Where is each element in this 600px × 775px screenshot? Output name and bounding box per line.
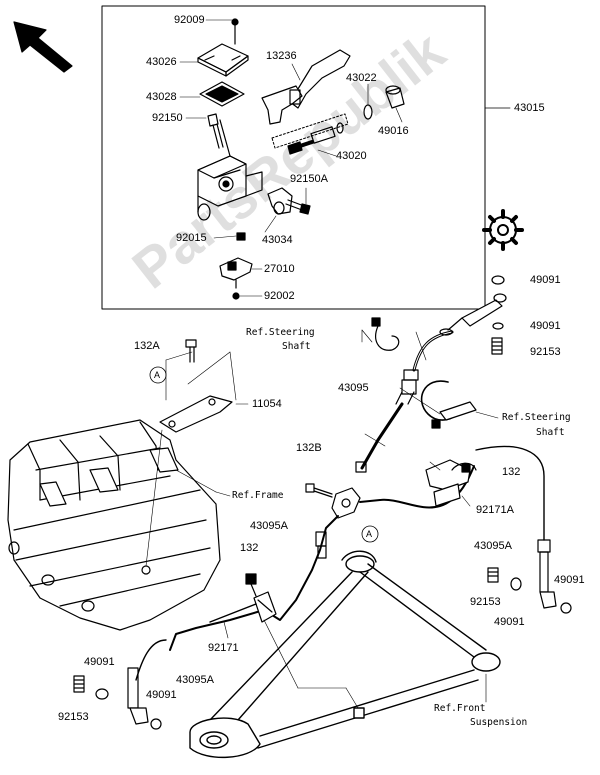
frame bbox=[7, 419, 231, 631]
label-92171a: 92171A bbox=[476, 504, 514, 516]
label-49091-c: 49091 bbox=[494, 616, 525, 628]
piston-43020 bbox=[271, 113, 349, 155]
label-49091-f: 49091 bbox=[146, 689, 177, 701]
clamp-43034 bbox=[267, 187, 293, 215]
ref-steering-shaft-1-line2: Shaft bbox=[282, 341, 311, 352]
label-49091-a: 49091 bbox=[530, 274, 561, 286]
label-43095a-mid: 43095A bbox=[250, 520, 288, 532]
label-92153-a: 92153 bbox=[530, 346, 561, 358]
ref-steering-shaft-2-line1: Ref.Steering bbox=[502, 412, 571, 423]
label-43020: 43020 bbox=[336, 150, 367, 162]
boot-49016 bbox=[385, 85, 405, 109]
label-49091-e: 49091 bbox=[84, 656, 115, 668]
label-43015: 43015 bbox=[514, 102, 545, 114]
bolt-92150 bbox=[207, 113, 224, 149]
ref-front-suspension-line2: Suspension bbox=[470, 717, 528, 728]
bolt-132-lower bbox=[245, 573, 257, 597]
label-43095a-left: 43095A bbox=[176, 674, 214, 686]
brake-hose-43095a-right bbox=[475, 445, 572, 614]
bolt-132a bbox=[185, 339, 197, 363]
label-92153-c: 92153 bbox=[58, 711, 89, 723]
label-11054: 11054 bbox=[252, 398, 282, 410]
label-92009: 92009 bbox=[174, 14, 205, 26]
nut-92015 bbox=[236, 232, 246, 241]
label-92002: 92002 bbox=[264, 290, 295, 302]
label-43095a-right: 43095A bbox=[474, 540, 512, 552]
clip-43022 bbox=[363, 104, 373, 120]
label-92171: 92171 bbox=[208, 642, 239, 654]
master-cylinder-body bbox=[197, 119, 263, 221]
arrow-icon bbox=[13, 21, 73, 73]
ref-frame: Ref.Frame bbox=[232, 490, 284, 501]
label-132a: 132A bbox=[134, 340, 160, 352]
hose-clamp-steering-lower bbox=[399, 380, 499, 429]
screw-92002 bbox=[232, 279, 240, 300]
ref-steering-shaft-1-line1: Ref.Steering bbox=[246, 327, 315, 338]
bracket-11054 bbox=[159, 351, 249, 433]
label-49091-b: 49091 bbox=[530, 320, 561, 332]
label-92015: 92015 bbox=[176, 232, 207, 244]
brake-hose-43095a-left bbox=[73, 639, 167, 730]
clamp-92171 bbox=[209, 591, 277, 639]
label-13236: 13236 bbox=[266, 50, 297, 62]
ref-circle-a-right bbox=[361, 525, 379, 543]
bolt-92150a bbox=[285, 199, 311, 215]
ref-steering-shaft-2-line2: Shaft bbox=[536, 427, 565, 438]
front-suspension-arm bbox=[189, 550, 501, 758]
hose-clamp-steering-upper bbox=[361, 317, 400, 351]
label-43026: 43026 bbox=[146, 56, 177, 68]
fitting-92171a bbox=[425, 459, 477, 507]
bolt-132b bbox=[305, 483, 333, 498]
label-92153-b: 92153 bbox=[470, 596, 501, 608]
screw-92009 bbox=[231, 18, 239, 45]
label-43095: 43095 bbox=[338, 382, 369, 394]
master-cylinder-box bbox=[101, 5, 486, 310]
cap-43026 bbox=[197, 43, 249, 77]
label-92150: 92150 bbox=[152, 112, 183, 124]
label-43022: 43022 bbox=[346, 72, 377, 84]
label-circle-a-left: A bbox=[154, 370, 161, 380]
label-circle-a-right: A bbox=[366, 529, 373, 539]
label-43028: 43028 bbox=[146, 91, 177, 103]
brake-hose-43095 bbox=[355, 328, 454, 473]
label-49016: 49016 bbox=[378, 125, 409, 137]
label-49091-d: 49091 bbox=[554, 574, 585, 586]
label-132b: 132B bbox=[296, 442, 322, 454]
ref-circle-a-left bbox=[149, 366, 167, 384]
label-132-lower: 132 bbox=[240, 542, 259, 554]
label-132-right: 132 bbox=[502, 466, 521, 478]
label-92150a: 92150A bbox=[290, 173, 328, 185]
label-27010: 27010 bbox=[264, 263, 295, 275]
switch-27010 bbox=[219, 257, 253, 281]
lever-13236 bbox=[261, 49, 351, 125]
ref-front-suspension-line1: Ref.Front bbox=[434, 703, 486, 714]
gear-icon bbox=[482, 209, 524, 251]
label-43034: 43034 bbox=[262, 234, 293, 246]
banjo-fitting-upper bbox=[447, 275, 507, 355]
leader-lines-top bbox=[179, 19, 403, 297]
leader-lines-bottom bbox=[263, 331, 487, 709]
diaphragm-43028 bbox=[199, 81, 245, 107]
